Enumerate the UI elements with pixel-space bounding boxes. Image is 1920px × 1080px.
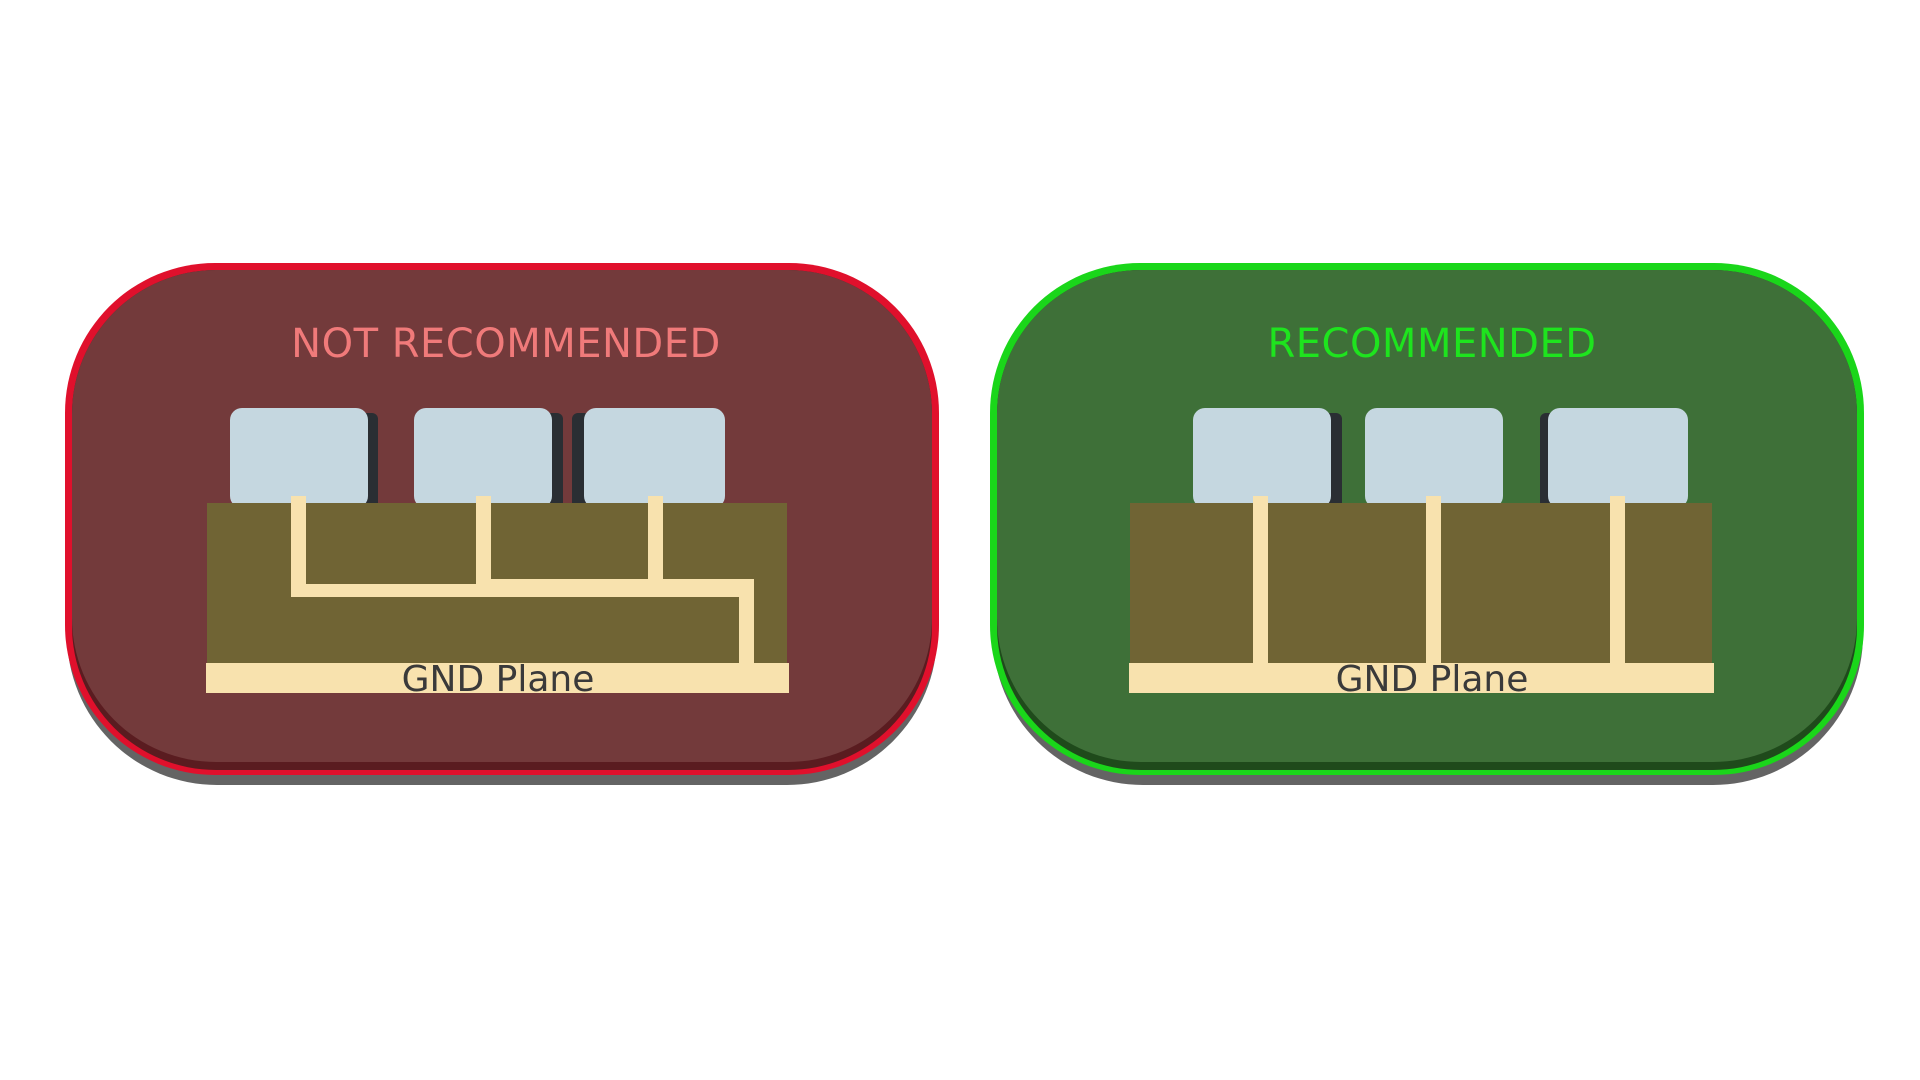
right-pad-2 bbox=[1365, 408, 1503, 508]
recommended-panel: RECOMMENDED GND Plane bbox=[990, 263, 1864, 785]
left-pad-2 bbox=[414, 408, 552, 508]
right-pads bbox=[1193, 408, 1688, 509]
right-traces bbox=[1253, 496, 1625, 666]
left-bus-drop bbox=[739, 579, 754, 669]
left-bus-lower bbox=[291, 584, 741, 597]
left-pad-3 bbox=[584, 408, 725, 508]
left-panel-title: NOT RECOMMENDED bbox=[291, 321, 721, 367]
right-via-2 bbox=[1426, 496, 1441, 666]
right-gnd-label: GND Plane bbox=[1336, 659, 1529, 700]
right-panel-title: RECOMMENDED bbox=[1267, 321, 1596, 367]
left-pad-1 bbox=[230, 408, 368, 508]
left-via-1 bbox=[291, 496, 306, 596]
right-pad-3 bbox=[1548, 408, 1688, 508]
left-via-3 bbox=[648, 496, 663, 582]
right-gnd-plane bbox=[1129, 663, 1714, 693]
left-gnd-plane bbox=[206, 663, 789, 693]
left-traces bbox=[291, 496, 754, 669]
left-pads bbox=[230, 408, 725, 509]
right-via-3 bbox=[1610, 496, 1625, 666]
left-gnd-label: GND Plane bbox=[402, 659, 595, 700]
right-via-1 bbox=[1253, 496, 1268, 666]
left-via-2 bbox=[476, 496, 491, 582]
right-pad-1 bbox=[1193, 408, 1331, 508]
not-recommended-panel: NOT RECOMMENDED GND Plane bbox=[65, 263, 939, 785]
